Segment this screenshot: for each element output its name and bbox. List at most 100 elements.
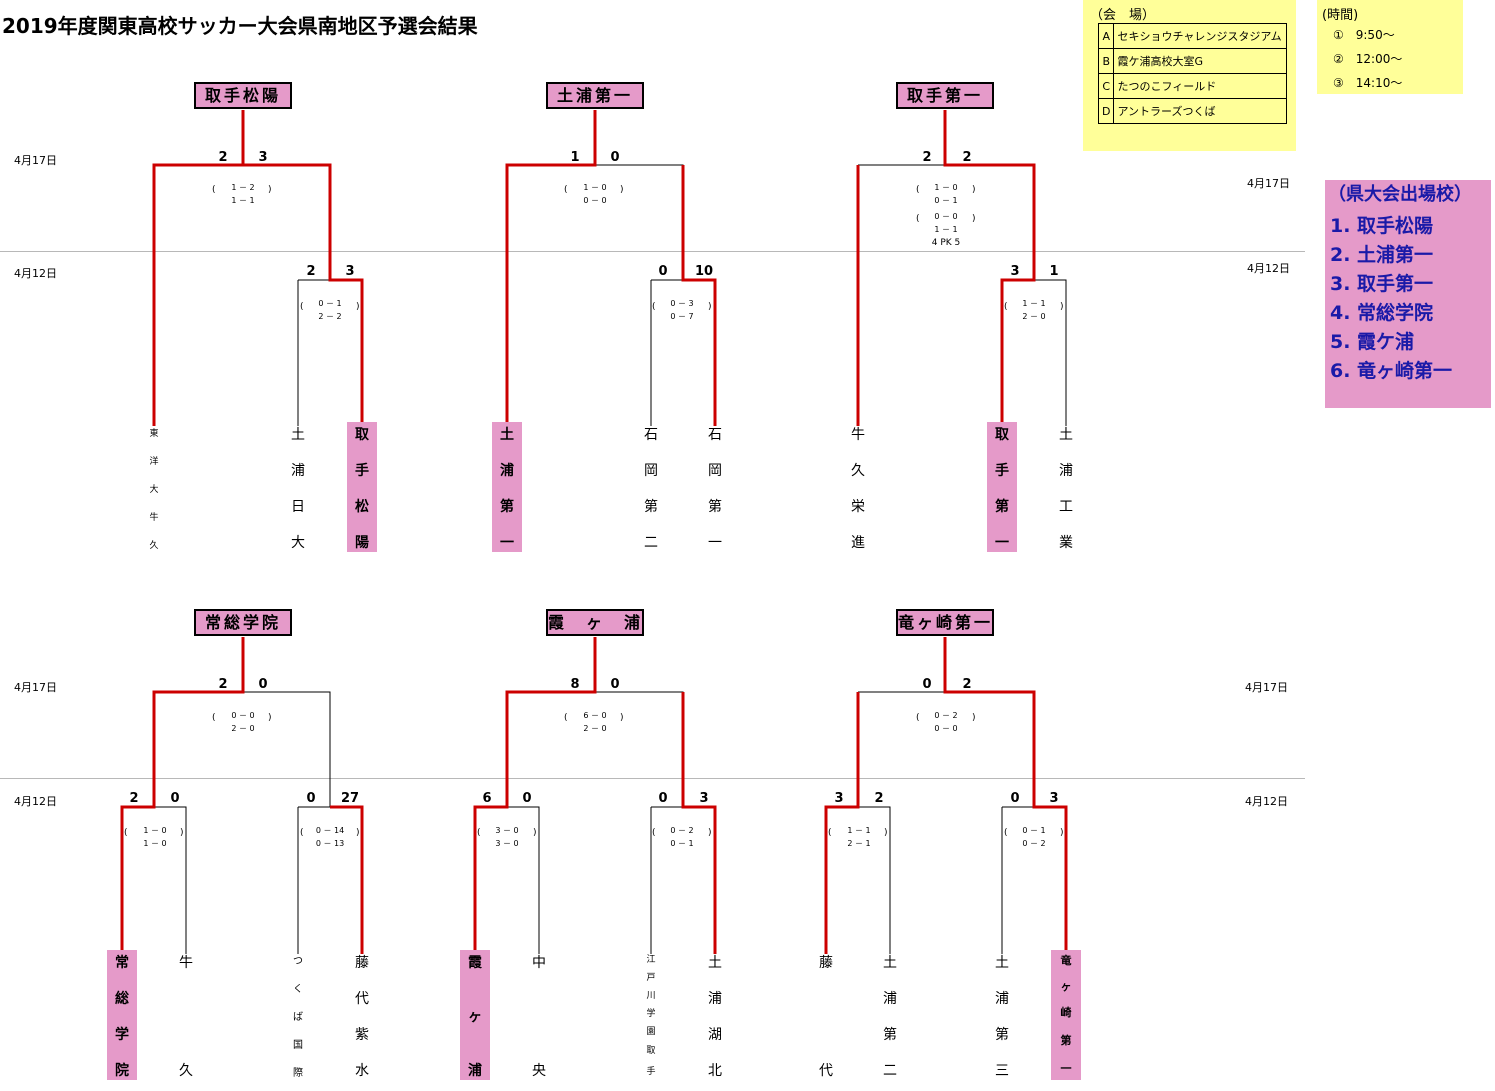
winner-box: 取手第一 [896,82,994,109]
bracket-line [650,279,683,426]
team-name: 牛久 [179,955,193,1079]
score: 2 [129,791,139,806]
score: 10 [694,264,714,279]
bracket-paren: ) [884,828,888,838]
score: 0 [170,791,180,806]
score: 6 [482,791,492,806]
bracket-paren: ( [212,185,216,195]
winner-box: 竜ヶ崎第一 [896,609,994,636]
half-score: 1 － 0 [143,839,167,848]
score: 2 [218,677,228,692]
bracket-line [650,806,683,954]
team-name: 江戸川学園取手 [646,955,656,1077]
half-score: 0 － 3 [670,299,694,308]
qualifier-item: 3. 取手第一 [1330,273,1434,295]
bracket-paren: ) [1060,302,1064,312]
half-score: 0 － 2 [934,711,958,720]
team-name: 藤代紫水 [355,955,369,1079]
winner-box: 霞 ヶ 浦 [546,609,644,636]
date-label: 4月17日 [14,681,57,694]
winner-path [330,805,364,954]
half-score: 0 － 2 [670,826,694,835]
date-label: 4月17日 [1245,681,1288,694]
half-score: 0 － 1 [1022,826,1046,835]
team-name-qualified: 取手松陽 [347,422,377,552]
venue-name: アントラーズつくば [1113,98,1288,124]
time-header: (時間) [1322,8,1359,23]
qualifier-item: 2. 土浦第一 [1330,244,1434,266]
half-score: 1 － 0 [934,183,958,192]
team-name-qualified: 竜ヶ崎第一 [1051,950,1081,1080]
bracket-paren: ( [916,214,920,224]
bracket-paren: ( [652,828,656,838]
winner-box: 常総学院 [194,609,292,636]
bracket-paren: ) [356,828,360,838]
team-name: 土浦湖北 [708,955,722,1079]
bracket-paren: ( [1004,302,1008,312]
bracket-paren: ( [1004,828,1008,838]
date-label: 4月17日 [1247,177,1290,190]
half-score: 0 － 2 [1022,839,1046,848]
date-label: 4月12日 [14,267,57,280]
half-score: 1 － 1 [847,826,871,835]
score: 0 [922,677,932,692]
half-score: 2 － 0 [231,724,255,733]
score: 3 [345,264,355,279]
bracket-paren: ) [180,828,184,838]
team-name: 中央 [532,955,546,1079]
bracket-paren: ) [356,302,360,312]
half-score: 3 － 0 [495,826,519,835]
score: 3 [1049,791,1059,806]
score: 0 [522,791,532,806]
score: 1 [1049,264,1059,279]
time-slot: ① 9:50～ [1333,28,1395,42]
score: 3 [1010,264,1020,279]
date-label: 4月17日 [14,154,57,167]
bracket-line [858,806,891,954]
bracket-paren: ( [300,828,304,838]
half-score: 1 － 0 [583,183,607,192]
half-score: 0 － 0 [934,724,958,733]
team-name: 東洋大牛久 [149,429,159,551]
winner-path [943,637,1068,954]
bracket-paren: ) [268,713,272,723]
score: 0 [306,791,316,806]
winner-path [681,692,717,954]
score: 3 [258,150,268,165]
date-label: 4月12日 [1247,262,1290,275]
bracket-paren: ( [212,713,216,723]
bracket-paren: ) [268,185,272,195]
score: 8 [570,677,580,692]
half-score: 2 － 1 [847,839,871,848]
winner-path [120,637,245,954]
team-name: 石岡第一 [708,427,722,551]
bracket-paren: ( [300,302,304,312]
score: 0 [658,791,668,806]
winner-path [824,692,860,954]
score: 0 [610,677,620,692]
half-score: 0 － 14 [315,826,345,835]
qualifier-item: 4. 常総学院 [1330,302,1434,324]
half-score: 0 － 0 [583,196,607,205]
winner-box: 土浦第一 [546,82,644,109]
score: 0 [658,264,668,279]
team-name-qualified: 取手第一 [987,422,1017,552]
divider [0,251,1305,252]
half-score: 0 － 1 [670,839,694,848]
half-score: 0 － 7 [670,312,694,321]
half-score: 1 － 0 [143,826,167,835]
half-score: 1 － 2 [231,183,255,192]
qualifiers-title: （県大会出場校） [1328,184,1472,205]
bracket-paren: ( [564,713,568,723]
venue-name: 霞ケ浦高校大室G [1113,48,1288,74]
time-slot: ② 12:00～ [1333,52,1403,66]
half-score: 3 － 0 [495,839,519,848]
winner-path [241,110,364,426]
qualifier-item: 1. 取手松陽 [1330,215,1434,237]
team-name: 土浦工業 [1059,427,1073,551]
bracket-paren: ) [972,713,976,723]
bracket-paren: ) [620,713,624,723]
half-score: 0 － 1 [934,196,958,205]
